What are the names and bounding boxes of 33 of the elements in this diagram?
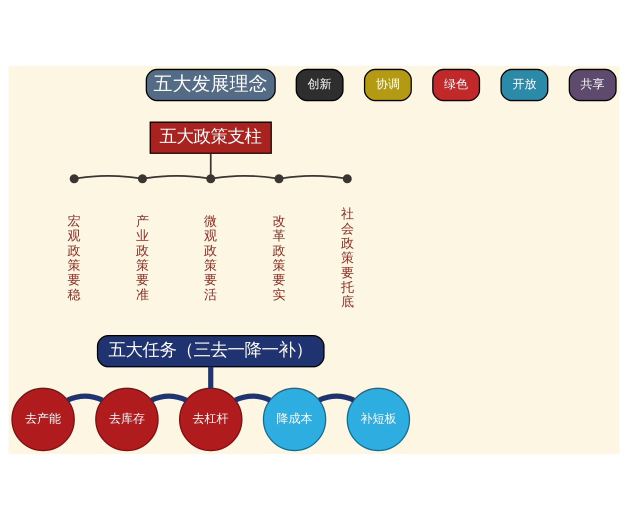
connector <box>150 394 188 402</box>
node-box: 五大发展理念 <box>146 68 276 102</box>
node-box: 开放 <box>500 68 548 102</box>
node-circle <box>342 174 352 184</box>
connector <box>282 175 344 179</box>
connector <box>208 366 214 388</box>
node-label: 社会政策要托底 <box>340 207 354 310</box>
node-circle <box>138 174 147 184</box>
node-label: 产业政策要准 <box>136 214 149 303</box>
node-label: 宏观政策要稳 <box>68 214 81 303</box>
connector <box>146 175 207 179</box>
connector <box>210 153 212 175</box>
node-circle <box>274 174 284 184</box>
node-circle: 去库存 <box>95 388 159 452</box>
node-label: 微观政策要活 <box>204 214 218 303</box>
node-circle: 补短板 <box>346 388 410 452</box>
node-circle <box>206 174 216 184</box>
node-box: 五大政策支柱 <box>150 122 272 154</box>
connector <box>66 394 104 402</box>
node-box: 协调 <box>364 68 412 102</box>
connector <box>318 394 355 402</box>
connector <box>214 175 276 179</box>
connector <box>78 175 139 179</box>
node-box: 五大任务（三去一降一补） <box>96 334 325 368</box>
node-label: 改革政策要实 <box>272 214 286 303</box>
connector <box>234 394 272 402</box>
node-box: 创新 <box>296 68 344 102</box>
node-circle <box>70 174 79 184</box>
node-box: 绿色 <box>432 68 480 102</box>
node-circle: 降成本 <box>262 388 326 452</box>
node-circle: 去产能 <box>11 388 75 452</box>
node-box: 共享 <box>568 68 617 102</box>
node-circle: 去杠杆 <box>178 388 242 452</box>
